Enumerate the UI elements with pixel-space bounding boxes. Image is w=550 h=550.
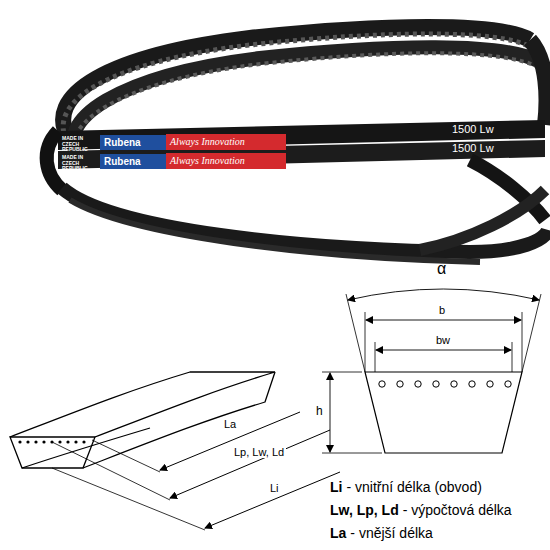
- brand-name: Rubena: [104, 156, 141, 167]
- brand-name: Rubena: [104, 137, 141, 148]
- belt-length-mark: 1500 Lw: [452, 142, 494, 154]
- angle-label: α: [437, 260, 446, 278]
- dimension-label: bw: [436, 334, 450, 346]
- origin-mark: MADE IN CZECH REPUBLIC: [62, 136, 98, 153]
- dimension-label: b: [439, 304, 445, 316]
- dimension-label: h: [316, 405, 323, 418]
- legend-definition: - vnitřní délka (obvod): [346, 480, 481, 495]
- belt-segment-drawing: [10, 372, 340, 530]
- brand-slogan: Always Innovation: [170, 155, 245, 166]
- length-label: Lp, Lw, Ld: [232, 446, 286, 458]
- belt-length-mark: 1500 Lw: [452, 123, 494, 135]
- cross-section: [322, 289, 541, 453]
- legend-definition: - vnější délka: [350, 526, 432, 541]
- brand-slogan: Always Innovation: [170, 136, 245, 147]
- belt-photo: [47, 27, 548, 262]
- legend-term: Lw, Lp, Ld: [330, 503, 399, 518]
- length-label: La: [222, 418, 238, 430]
- length-label: Li: [268, 482, 281, 494]
- legend-definition: - výpočtová délka: [403, 503, 512, 518]
- origin-mark: MADE IN CZECH REPUBLIC: [62, 155, 98, 172]
- legend-term: La: [330, 526, 346, 541]
- legend-term: Li: [330, 480, 342, 495]
